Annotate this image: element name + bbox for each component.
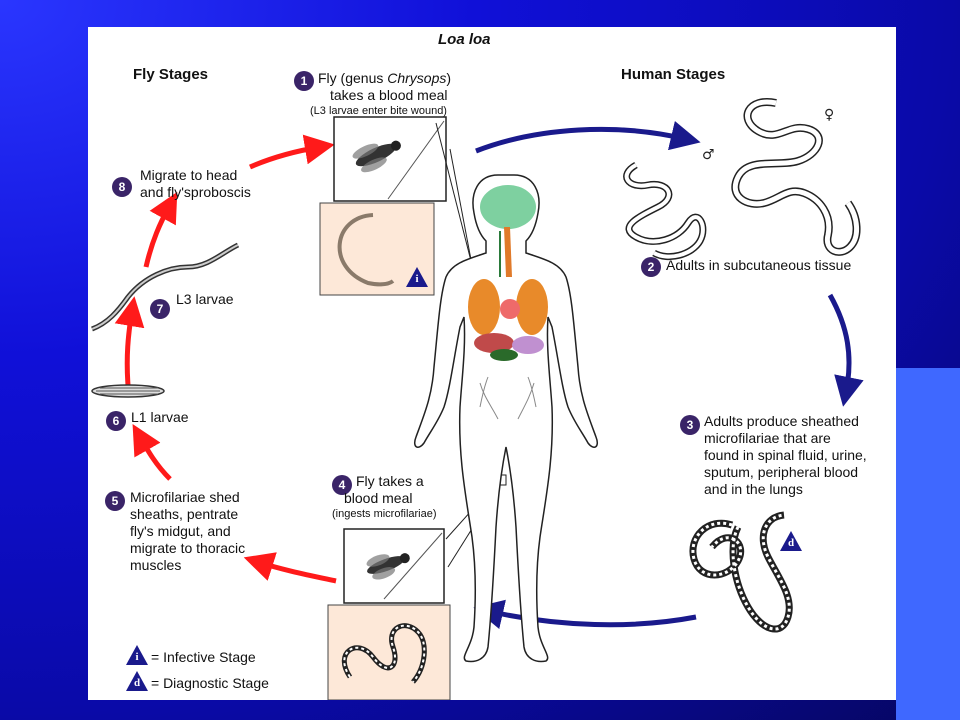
step-4-line1: Fly takes a [356, 473, 424, 489]
step-1-badge: 1 [294, 71, 314, 91]
step-4-badge: 4 [332, 475, 352, 495]
arrow-5-to-4-red [243, 552, 337, 584]
l3-larva [91, 242, 240, 332]
step-5-line1: Microfilariae shed [130, 489, 240, 505]
legend-infective-icon: i [126, 645, 148, 665]
diagram-title: Loa loa [438, 31, 491, 48]
step-8-line1: Migrate to head [140, 167, 238, 183]
step-3-line4: sputum, peripheral blood [704, 464, 859, 480]
l1-larva [91, 384, 165, 398]
step-6-badge: 6 [106, 411, 126, 431]
step-5-badge: 5 [105, 491, 125, 511]
arrow-8-to-1-red [249, 134, 335, 170]
step-5-line3: fly's midgut, and [130, 523, 231, 539]
legend-diagnostic-icon: d [126, 671, 148, 691]
fly-box-bottom [343, 528, 445, 604]
arrow-1-to-2-blue [475, 120, 701, 154]
lifecycle-diagram-panel: ♂ ♀ Loa loa Fly Stages Human Stages 1 [88, 27, 896, 700]
arrow-2-to-3-blue [827, 293, 864, 407]
step-8-badge: 8 [112, 177, 132, 197]
human-cycle-arrows [473, 120, 864, 629]
step-3-line3: found in spinal fluid, urine, [704, 447, 867, 463]
step-3-badge: 3 [680, 415, 700, 435]
step-2-text: Adults in subcutaneous tissue [666, 257, 852, 273]
microfilaria-box-bottom [327, 604, 451, 700]
step-3-line5: and in the lungs [704, 481, 803, 497]
sheathed-microfilaria [689, 511, 793, 633]
step-5-line5: muscles [130, 557, 182, 573]
arrow-3-to-4-blue [473, 599, 697, 629]
step-4-line3: (ingests microfilariae) [332, 508, 437, 520]
lifecycle-diagram: ♂ ♀ [91, 98, 864, 700]
step-6-text: L1 larvae [131, 409, 189, 425]
arrow-7-to-8-red [143, 191, 178, 268]
step-1-line2: takes a blood meal [330, 87, 448, 103]
diagnostic-marker-letter: d [787, 537, 795, 549]
step-5-line4: migrate to thoracic [130, 540, 246, 556]
step-2-badge: 2 [641, 257, 661, 277]
step-5-line2: sheaths, pentrate [130, 506, 239, 522]
section-fly-stages: Fly Stages [133, 66, 209, 83]
human-body-figure [413, 174, 599, 663]
infective-legend-triangle-icon [126, 645, 148, 665]
legend-infective-letter: i [135, 651, 139, 663]
step-7-badge: 7 [150, 299, 170, 319]
adult-worms: ♂ ♀ [623, 98, 861, 260]
infective-stage-marker: i [406, 267, 428, 287]
legend-diagnostic-label: = Diagnostic Stage [151, 675, 269, 691]
fly-cycle-arrows [114, 134, 337, 584]
step-8-line2: and fly'sproboscis [140, 184, 251, 200]
infective-triangle-icon [406, 267, 428, 287]
diagnostic-triangle-icon [780, 531, 802, 551]
diagnostic-legend-triangle-icon [126, 671, 148, 691]
section-human-stages: Human Stages [621, 66, 726, 83]
legend-infective-label: = Infective Stage [151, 649, 256, 665]
infective-marker-letter: i [415, 273, 419, 285]
slide-corner-block [896, 368, 960, 720]
arrow-5-to-6-red [132, 423, 172, 481]
step-1-line3: (L3 larvae enter bite wound) [310, 105, 447, 117]
step-4-line2: blood meal [344, 490, 413, 506]
diagnostic-stage-marker: d [780, 531, 802, 551]
arrow-6-to-7-red [114, 296, 145, 386]
step-3-line1: Adults produce sheathed [704, 413, 859, 429]
step-1-line1: Fly (genus Chrysops) [318, 70, 452, 86]
svg-text:♀: ♀ [824, 107, 834, 123]
svg-text:♂: ♂ [702, 147, 715, 163]
fly-box-top [333, 116, 447, 202]
step-7-text: L3 larvae [176, 291, 234, 307]
step-3-line2: microfilariae that are [704, 430, 831, 446]
legend-diagnostic-letter: d [133, 677, 141, 689]
